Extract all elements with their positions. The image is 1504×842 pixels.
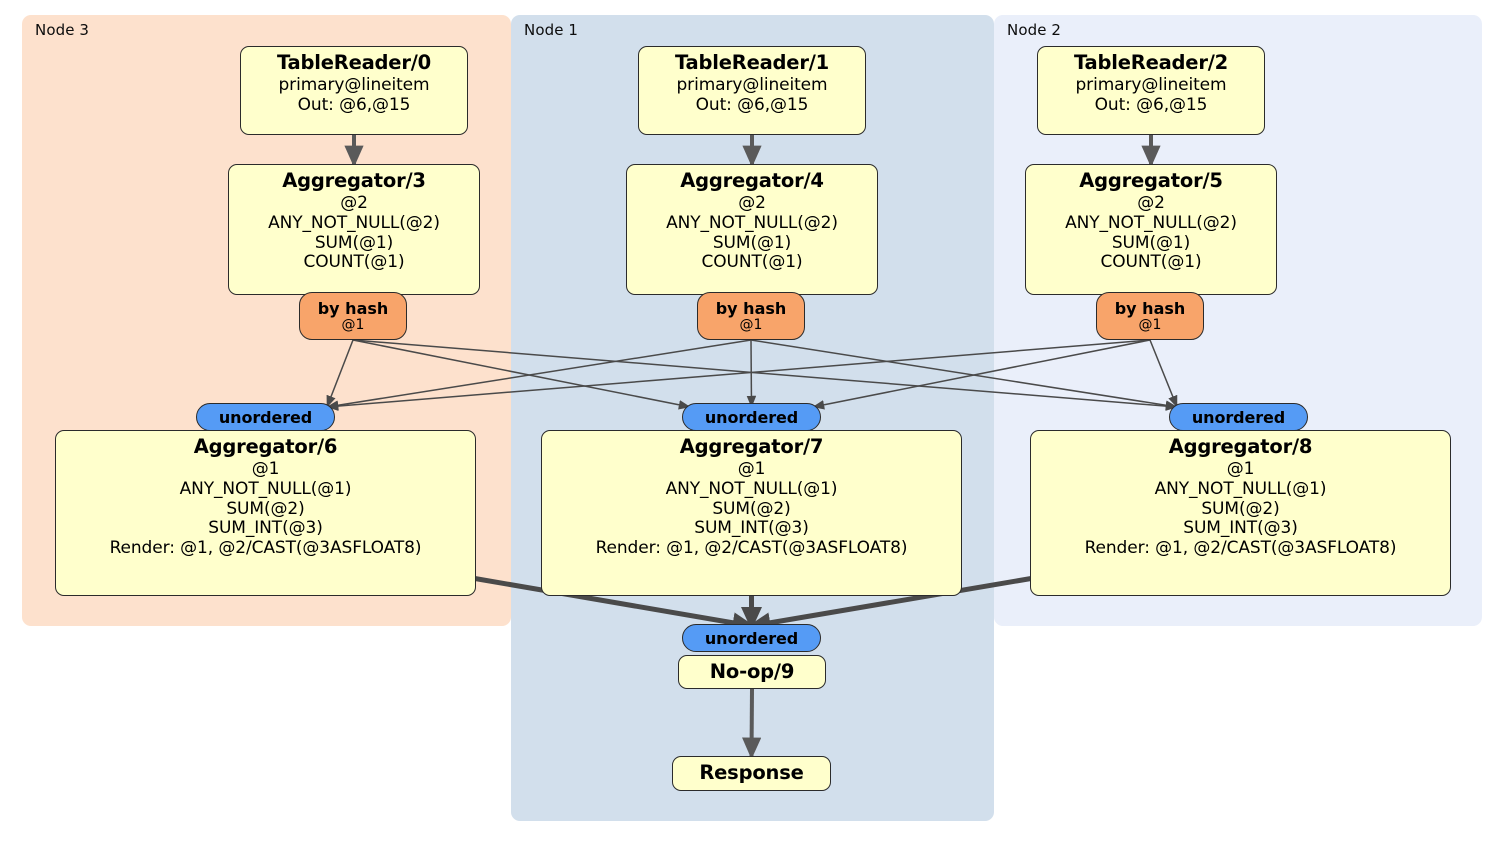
processor-detail: ANY_NOT_NULL(@2) — [268, 212, 440, 233]
synchronizer-unordered-aggregator-6[interactable]: unordered — [196, 403, 335, 431]
processor-detail: COUNT(@1) — [701, 252, 803, 273]
processor-title: TableReader/1 — [674, 51, 830, 74]
router-column: @1 — [341, 317, 365, 334]
router-by-hash-aggregator-4[interactable]: by hash @1 — [697, 292, 805, 340]
processor-detail: @2 — [1137, 192, 1165, 213]
processor-detail: SUM(@1) — [712, 232, 792, 253]
synchronizer-unordered-aggregator-8[interactable]: unordered — [1169, 403, 1308, 431]
processor-detail: @2 — [340, 192, 368, 213]
processor-detail: SUM_INT(@3) — [1183, 518, 1298, 539]
router-label: by hash — [1114, 299, 1186, 319]
processor-detail: SUM_INT(@3) — [208, 518, 323, 539]
processor-title: TableReader/2 — [1073, 51, 1229, 74]
node-panel-label: Node 3 — [35, 21, 90, 39]
processor-detail: COUNT(@1) — [1100, 252, 1202, 273]
synchronizer-label: unordered — [704, 628, 799, 648]
processor-title: Aggregator/3 — [282, 169, 426, 192]
processor-detail: SUM(@2) — [1201, 498, 1280, 519]
processor-detail: Out: @6,@15 — [1094, 94, 1208, 115]
processor-title: TableReader/0 — [276, 51, 432, 74]
processor-tablereader-0[interactable]: TableReader/0 primary@lineitem Out: @6,@… — [240, 46, 468, 135]
processor-title: Aggregator/5 — [1079, 169, 1223, 192]
processor-detail: Out: @6,@15 — [297, 94, 411, 115]
processor-detail: ANY_NOT_NULL(@1) — [665, 478, 838, 499]
processor-aggregator-5[interactable]: Aggregator/5 @2 ANY_NOT_NULL(@2) SUM(@1)… — [1025, 164, 1277, 295]
processor-render-expression: Render: @1, @2/CAST(@3ASFLOAT8) — [595, 538, 908, 559]
processor-response[interactable]: Response — [672, 756, 831, 791]
processor-detail: ANY_NOT_NULL(@1) — [1154, 478, 1327, 499]
processor-title: Aggregator/7 — [679, 435, 824, 458]
processor-detail: @2 — [738, 192, 766, 213]
processor-detail: @1 — [737, 458, 766, 479]
processor-detail: SUM(@1) — [1111, 232, 1191, 253]
processor-title: Aggregator/6 — [193, 435, 338, 458]
processor-title: Aggregator/8 — [1168, 435, 1313, 458]
synchronizer-label: unordered — [1191, 407, 1286, 427]
processor-detail: primary@lineitem — [278, 74, 430, 95]
processor-no-op-9[interactable]: No-op/9 — [678, 655, 826, 689]
synchronizer-unordered-aggregator-7[interactable]: unordered — [682, 403, 821, 431]
processor-detail: @1 — [251, 458, 280, 479]
router-column: @1 — [739, 317, 763, 334]
processor-aggregator-8[interactable]: Aggregator/8 @1 ANY_NOT_NULL(@1) SUM(@2)… — [1030, 430, 1451, 596]
processor-detail: ANY_NOT_NULL(@1) — [179, 478, 352, 499]
processor-tablereader-1[interactable]: TableReader/1 primary@lineitem Out: @6,@… — [638, 46, 866, 135]
processor-render-expression: Render: @1, @2/CAST(@3ASFLOAT8) — [109, 538, 422, 559]
processor-title: Aggregator/4 — [680, 169, 824, 192]
processor-detail: primary@lineitem — [1075, 74, 1227, 95]
node-panel-label: Node 2 — [1007, 21, 1062, 39]
processor-detail: SUM(@1) — [314, 232, 394, 253]
processor-render-expression: Render: @1, @2/CAST(@3ASFLOAT8) — [1084, 538, 1397, 559]
processor-aggregator-7[interactable]: Aggregator/7 @1 ANY_NOT_NULL(@1) SUM(@2)… — [541, 430, 962, 596]
processor-detail: ANY_NOT_NULL(@2) — [666, 212, 838, 233]
processor-detail: @1 — [1226, 458, 1255, 479]
router-label: by hash — [317, 299, 389, 319]
processor-detail: primary@lineitem — [676, 74, 828, 95]
processor-detail: ANY_NOT_NULL(@2) — [1065, 212, 1237, 233]
router-label: by hash — [715, 299, 787, 319]
processor-aggregator-3[interactable]: Aggregator/3 @2 ANY_NOT_NULL(@2) SUM(@1)… — [228, 164, 480, 295]
router-by-hash-aggregator-3[interactable]: by hash @1 — [299, 292, 407, 340]
router-column: @1 — [1138, 317, 1162, 334]
synchronizer-label: unordered — [704, 407, 799, 427]
processor-title: Response — [699, 761, 804, 784]
processor-detail: SUM(@2) — [712, 498, 791, 519]
node-panel-label: Node 1 — [524, 21, 579, 39]
processor-aggregator-6[interactable]: Aggregator/6 @1 ANY_NOT_NULL(@1) SUM(@2)… — [55, 430, 476, 596]
processor-detail: SUM(@2) — [226, 498, 305, 519]
processor-tablereader-2[interactable]: TableReader/2 primary@lineitem Out: @6,@… — [1037, 46, 1265, 135]
processor-title: No-op/9 — [709, 660, 795, 683]
router-by-hash-aggregator-5[interactable]: by hash @1 — [1096, 292, 1204, 340]
processor-aggregator-4[interactable]: Aggregator/4 @2 ANY_NOT_NULL(@2) SUM(@1)… — [626, 164, 878, 295]
processor-detail: COUNT(@1) — [303, 252, 405, 273]
synchronizer-label: unordered — [218, 407, 313, 427]
synchronizer-unordered-no-op-9[interactable]: unordered — [682, 624, 821, 652]
processor-detail: SUM_INT(@3) — [694, 518, 809, 539]
processor-detail: Out: @6,@15 — [695, 94, 809, 115]
